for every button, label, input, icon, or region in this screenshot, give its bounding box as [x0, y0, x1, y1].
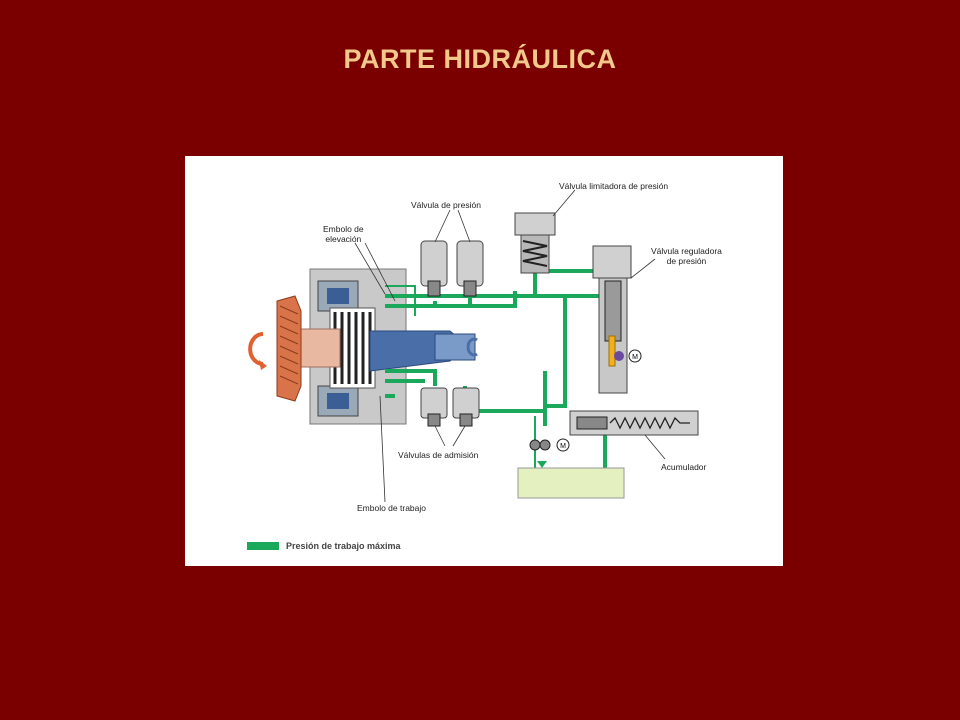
pressure-regulating-valve	[592, 245, 642, 394]
hydraulic-diagram: M M	[185, 156, 783, 566]
legend-swatch	[247, 542, 279, 550]
label-intake-valves: Válvulas de admisión	[398, 450, 479, 460]
slide-title: PARTE HIDRÁULICA	[343, 44, 617, 74]
label-pressure-valve: Válvula de presión	[411, 200, 481, 210]
pressure-valve-1	[420, 240, 448, 297]
label-working-piston: Embolo de trabajo	[357, 503, 426, 513]
label-pressure-regulating-valve: Válvula reguladora de presión	[651, 246, 722, 266]
intake-valve-2	[452, 387, 480, 427]
label-pressure-limiting-valve: Válvula limitadora de presión	[559, 181, 669, 191]
pressure-lines	[385, 266, 625, 476]
accumulator	[569, 410, 699, 436]
bevel-gear	[276, 295, 302, 402]
intake-valve-1	[420, 387, 448, 427]
diagram-drawing: M M	[247, 189, 699, 550]
label-accumulator: Acumulador	[661, 462, 707, 472]
reservoir	[517, 467, 625, 499]
motor-symbol-2: M	[560, 443, 566, 450]
feed-pump	[529, 438, 570, 468]
motor-symbol-1: M	[632, 354, 638, 361]
pressure-valve-2	[456, 240, 484, 297]
label-lift-piston: Embolo de elevación	[323, 224, 364, 244]
pressure-limiting-valve	[514, 212, 556, 274]
rotation-arrow-right	[466, 337, 478, 357]
rotation-arrow-left	[248, 332, 264, 366]
legend-label: Presión de trabajo máxima	[286, 541, 401, 551]
